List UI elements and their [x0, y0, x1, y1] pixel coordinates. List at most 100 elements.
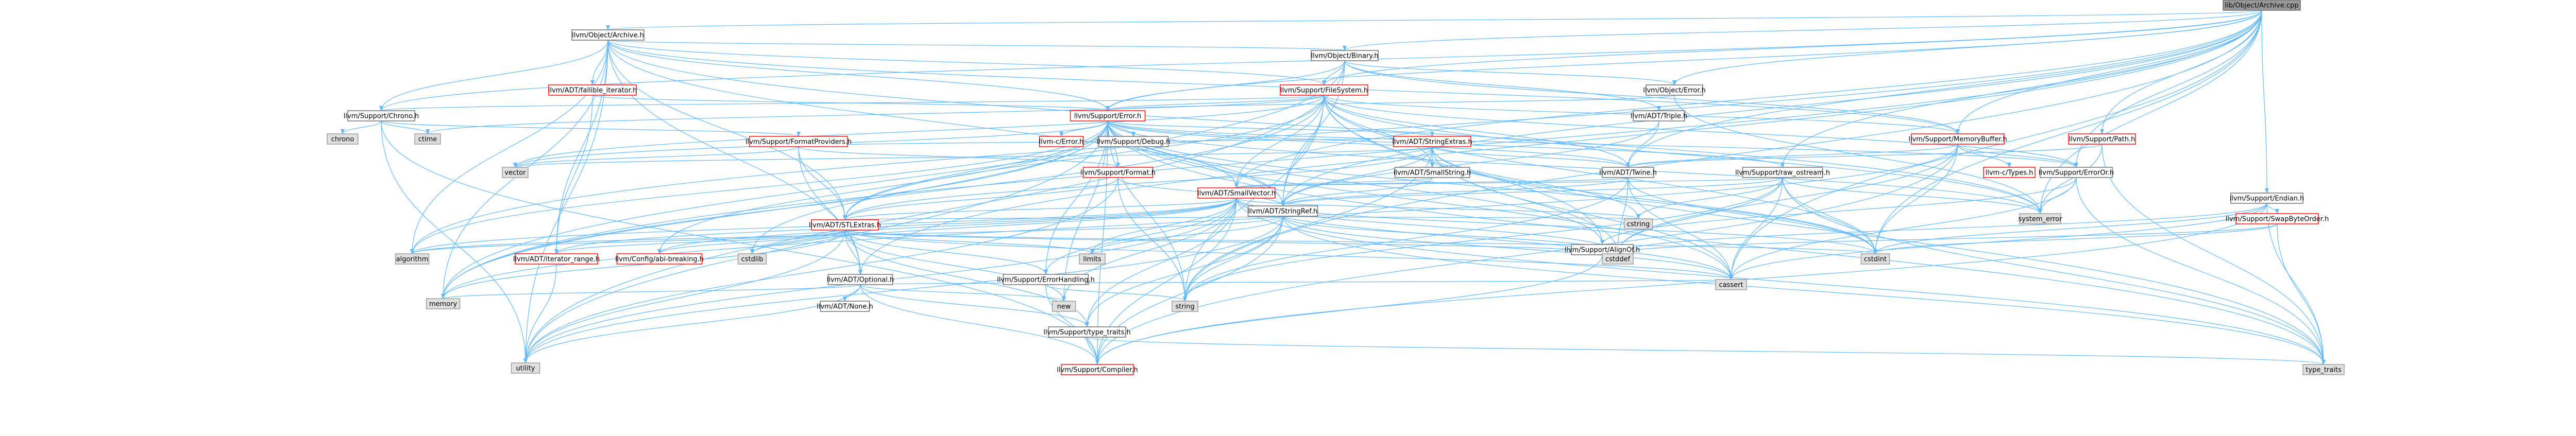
- dependency-edge-n6-n3: [554, 95, 593, 254]
- graph-node-llvm-support-format-h[interactable]: llvm/Support/Format.h: [1080, 167, 1156, 178]
- dependency-edge-n1-n12: [379, 40, 608, 111]
- node-label: cstdint: [1864, 256, 1887, 264]
- dependency-edge-n19-n33: [657, 198, 1237, 254]
- node-label: limits: [1083, 256, 1101, 264]
- graph-node-llvm-adt-none-h[interactable]: llvm/ADT/None.h: [817, 301, 873, 312]
- graph-node-llvm-support-formatproviders-h[interactable]: llvm/Support/FormatProviders.h: [745, 136, 852, 147]
- dependency-edge-n13-n46: [1107, 120, 2326, 365]
- node-label: cassert: [1719, 282, 1743, 289]
- graph-node-llvm-c-types-h[interactable]: llvm-c/Types.h: [1983, 167, 2036, 178]
- node-box: [1742, 167, 1823, 178]
- dependency-edge-n0-n1: [606, 10, 2262, 30]
- graph-node-algorithm: algorithm: [395, 253, 430, 265]
- graph-node-llvm-object-archive-h[interactable]: llvm/Object/Archive.h: [571, 29, 645, 41]
- node-label: algorithm: [396, 256, 429, 264]
- graph-node-llvm-support-type-traits-h[interactable]: llvm/Support/type_traits.h: [1043, 326, 1131, 338]
- dependency-edge-n15-n4: [843, 177, 1118, 220]
- node-box: [1061, 364, 1134, 375]
- graph-node-llvm-adt-smallstring-h[interactable]: llvm/ADT/SmallString.h: [1394, 167, 1471, 178]
- graph-node-llvm-adt-iterator-range-h[interactable]: llvm/ADT/iterator_range.h: [513, 253, 600, 265]
- dependency-edge-n1-n40: [523, 40, 608, 363]
- dependency-edge-n5-n41: [860, 279, 1732, 285]
- dependency-edge-n0-n10: [1322, 10, 2262, 85]
- graph-node-llvm-adt-smallvector-h[interactable]: llvm/ADT/SmallVector.h: [1197, 187, 1276, 199]
- dependency-edge-n2-n46: [1282, 216, 2326, 365]
- graph-node-llvm-support-errorhandling-h[interactable]: llvm/Support/ErrorHandling.h: [997, 274, 1095, 285]
- dependency-edge-n20-n39: [1782, 177, 2042, 214]
- graph-node-llvm-support-path-h[interactable]: llvm/Support/Path.h: [2068, 133, 2136, 145]
- dependency-edge-n20-n2: [1281, 177, 1783, 206]
- node-label: utility: [516, 365, 535, 373]
- graph-node-lib-object-archive-cpp[interactable]: lib/Object/Archive.cpp: [2223, 0, 2301, 11]
- graph-node-llvm-adt-stringref-h[interactable]: llvm/ADT/StringRef.h: [1247, 205, 1318, 217]
- graph-node-llvm-adt-stringextras-h[interactable]: llvm/ADT/StringExtras.h: [1392, 136, 1472, 147]
- node-label: llvm/ADT/STLExtras.h: [809, 222, 881, 230]
- dependency-edge-n25-n23: [1095, 254, 1603, 365]
- node-box: [502, 167, 529, 178]
- graph-node-llvm-adt-stlextras-h[interactable]: llvm/ADT/STLExtras.h: [809, 219, 881, 231]
- graph-node-llvm-config-abi-breaking-h[interactable]: llvm/Config/abi-breaking.h: [615, 253, 704, 265]
- graph-node-llvm-support-compiler-h[interactable]: llvm/Support/Compiler.h: [1057, 364, 1138, 375]
- dependency-edge-n17-n19: [1234, 177, 1433, 188]
- node-box: [616, 253, 703, 265]
- dependency-edge-n19-n46: [1236, 198, 2326, 365]
- node-box: [2040, 167, 2113, 178]
- node-label: llvm/Support/FileSystem.h: [1280, 87, 1368, 95]
- graph-node-llvm-support-endian-h[interactable]: llvm/Support/Endian.h: [2230, 193, 2304, 204]
- dependency-edge-n11-n45: [1616, 144, 1958, 254]
- dependency-edge-n4-n33: [657, 230, 845, 254]
- dependency-edge-n26-n41: [1729, 203, 2267, 280]
- node-label: llvm/Support/Endian.h: [2230, 195, 2304, 203]
- dependency-edge-n4-n48: [844, 230, 1094, 254]
- graph-node-llvm-c-error-h[interactable]: llvm-c/Error.h: [1039, 136, 1084, 147]
- dependency-edge-n1-n7: [607, 40, 1346, 51]
- graph-node-llvm-object-binary-h[interactable]: llvm/Object/Binary.h: [1311, 50, 1379, 61]
- dependency-edge-n2-n48: [1090, 216, 1283, 254]
- graph-node-llvm-support-memorybuffer-h[interactable]: llvm/Support/MemoryBuffer.h: [1908, 133, 2007, 145]
- graph-node-llvm-support-error-h[interactable]: llvm/Support/Error.h: [1070, 110, 1146, 121]
- graph-node-llvm-support-debug-h[interactable]: llvm/Support/Debug.h: [1097, 136, 1171, 147]
- dependency-edge-n14-n36: [513, 146, 799, 168]
- node-box: [347, 110, 415, 121]
- graph-node-llvm-support-filesystem-h[interactable]: llvm/Support/FileSystem.h: [1280, 84, 1368, 96]
- node-label: llvm/Object/Error.h: [1643, 87, 1706, 95]
- graph-node-llvm-object-error-h[interactable]: llvm/Object/Error.h: [1643, 84, 1706, 96]
- node-label: llvm/Support/Error.h: [1074, 113, 1142, 120]
- node-box: [2068, 133, 2136, 145]
- graph-node-cstring: cstring: [1623, 218, 1653, 230]
- node-label: cstddef: [1605, 256, 1631, 264]
- graph-node-cassert: cassert: [1715, 279, 1747, 290]
- node-box: [1098, 136, 1169, 147]
- dependency-edge-n10-n36: [513, 95, 1325, 168]
- graph-node-llvm-adt-fallible-iterator-h[interactable]: llvm/ADT/fallible_iterator.h: [548, 84, 637, 96]
- dependency-edge-n10-n39: [1324, 95, 2042, 214]
- graph-node-llvm-adt-twine-h[interactable]: llvm/ADT/Twine.h: [1599, 167, 1657, 178]
- node-label: llvm/Support/SwapByteOrder.h: [2226, 216, 2329, 223]
- graph-node-cstdlib: cstdlib: [737, 253, 767, 265]
- dependency-edge-n4-n38: [844, 230, 1877, 254]
- dependency-edge-n2-n24: [1085, 216, 1283, 327]
- graph-node-llvm-adt-triple-h[interactable]: llvm/ADT/Triple.h: [1631, 110, 1687, 121]
- dependency-edge-n4-n45: [844, 230, 1620, 254]
- dependency-edge-n24-n23: [1087, 337, 1099, 365]
- dependency-edge-n13-n21: [1107, 120, 2078, 168]
- graph-node-llvm-support-swapbyteorder-h[interactable]: llvm/Support/SwapByteOrder.h: [2226, 213, 2329, 224]
- dependency-edge-n22-n37: [1045, 284, 1187, 302]
- node-box: [1048, 326, 1126, 338]
- node-label: llvm/Object/Binary.h: [1311, 53, 1379, 60]
- graph-node-system-error: system_error: [2019, 213, 2062, 224]
- node-label: vector: [504, 169, 526, 177]
- graph-node-llvm-adt-optional-h[interactable]: llvm/ADT/Optional.h: [827, 274, 894, 285]
- dependency-edge-n7-n8: [1344, 60, 1661, 111]
- graph-node-llvm-support-erroror-h[interactable]: llvm/Support/ErrorOr.h: [2039, 167, 2114, 178]
- graph-node-llvm-support-chrono-h[interactable]: llvm/Support/Chrono.h: [344, 110, 419, 121]
- node-box: [426, 298, 461, 309]
- node-label: chrono: [331, 136, 354, 144]
- graph-node-llvm-support-raw-ostream-h[interactable]: llvm/Support/raw_ostream.h: [1735, 167, 1830, 178]
- dependency-edge-n5-n23: [860, 284, 1099, 365]
- node-label: string: [1175, 303, 1194, 311]
- dependency-edge-n19-n22: [1044, 198, 1237, 275]
- dependency-edge-n13-n16: [1107, 120, 1434, 137]
- graph-node-llvm-support-alignof-h[interactable]: llvm/Support/AlignOf.h: [1565, 244, 1640, 255]
- node-box: [1197, 187, 1276, 199]
